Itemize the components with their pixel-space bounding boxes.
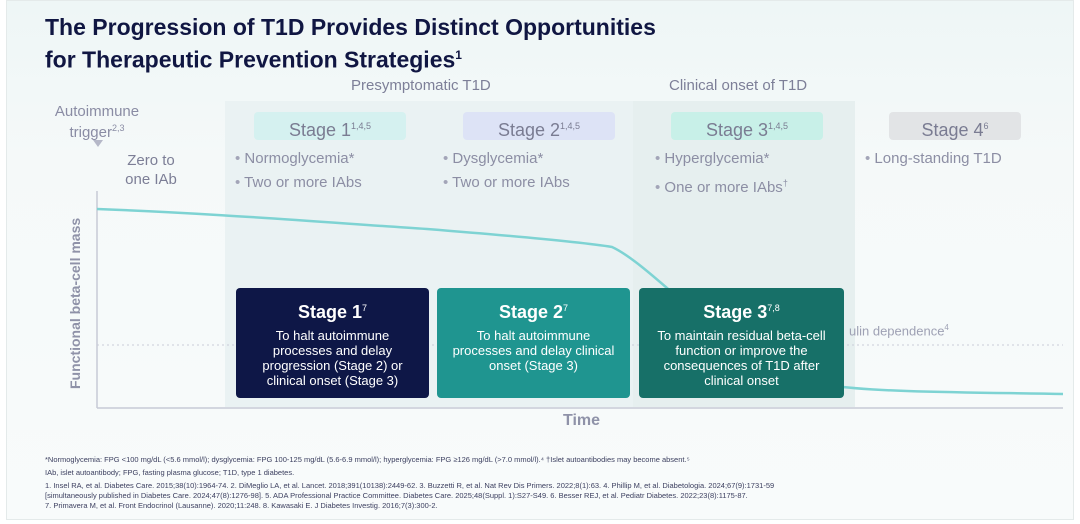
insulin-dependence-label: ulin dependence4 <box>849 323 949 339</box>
stage-3-criterion-ref: † <box>782 178 788 188</box>
stage-1-goal-ref: 7 <box>362 303 368 313</box>
beta-cell-mass-curve <box>96 207 1064 396</box>
stage-2-pill-ref: 1,4,5 <box>560 121 581 131</box>
footnote-references: 7. Primavera M, et al. Front Endocrinol … <box>45 501 438 510</box>
stage-2-goal-text: To halt autoimmune processes and delay c… <box>452 328 615 373</box>
zero-line-1: Zero to <box>127 152 175 169</box>
stage-3-pill: Stage 31,4,5 <box>671 112 823 140</box>
stage-4-criterion: Long-standing T1D <box>865 147 1001 171</box>
stage-4-criteria: Long-standing T1D <box>865 147 1001 171</box>
stage-1-goal-box: Stage 17 To halt autoimmune processes an… <box>236 288 429 398</box>
footnotes: *Normoglycemia: FPG <100 mg/dL (<5.6 mmo… <box>45 455 945 511</box>
zero-to-one-iab-label: Zero to one IAb <box>111 151 191 189</box>
stage-2-criterion: Two or more IAbs <box>443 171 570 195</box>
trigger-line-1: Autoimmune <box>54 103 140 120</box>
insulin-dependence-ref: 4 <box>944 323 949 332</box>
stage-1-goal-text: To halt autoimmune processes and delay p… <box>262 328 403 388</box>
stage-2-goal-ref: 7 <box>563 303 569 313</box>
stage-2-goal-box: Stage 27 To halt autoimmune processes an… <box>437 288 630 398</box>
stage-4-pill-ref: 6 <box>983 121 989 131</box>
x-axis-label: Time <box>563 412 601 429</box>
stage-1-pill-label: Stage 1 <box>288 120 352 140</box>
stage-1-criterion: Normoglycemia* <box>235 147 362 171</box>
footnote-references: 1. Insel RA, et al. Diabetes Care. 2015;… <box>45 481 775 490</box>
slide-title: The Progression of T1D Provides Distinct… <box>45 13 805 74</box>
stage-4-pill-label: Stage 4 <box>921 120 984 140</box>
stage-2-criteria: Dysglycemia* Two or more IAbs <box>443 147 570 195</box>
stage-1-pill-ref: 1,4,5 <box>351 121 372 131</box>
stage-2-criterion: Dysglycemia* <box>443 147 570 171</box>
stage-3-goal-ref: 7,8 <box>767 303 780 313</box>
trigger-line-2: trigger <box>69 124 112 141</box>
stage-2-goal-title: Stage 27 <box>498 302 569 322</box>
stage-3-criterion: One or more IAbs† <box>655 171 788 200</box>
stage-3-criteria: Hyperglycemia* One or more IAbs† <box>655 147 788 200</box>
stage-3-goal-box: Stage 37,8 To maintain residual beta-cel… <box>639 288 844 398</box>
y-axis-label: Functional beta-cell mass <box>67 217 83 389</box>
title-ref: 1 <box>455 48 462 62</box>
autoimmune-trigger-label: Autoimmune trigger2,3 <box>51 103 143 141</box>
stage-1-criteria: Normoglycemia* Two or more IAbs <box>235 147 362 195</box>
presymptomatic-label: Presymptomatic T1D <box>351 77 491 94</box>
stage-3-pill-label: Stage 3 <box>705 120 769 140</box>
stage-1-criterion: Two or more IAbs <box>235 171 362 195</box>
stage-2-pill: Stage 21,4,5 <box>463 112 615 140</box>
stage-1-goal-title: Stage 17 <box>297 302 368 322</box>
title-line-1: The Progression of T1D Provides Distinct… <box>45 14 656 40</box>
stage-1-pill: Stage 11,4,5 <box>254 112 406 140</box>
stage-3-goal-text: To maintain residual beta-cell function … <box>657 328 826 388</box>
stage-3-goal-title: Stage 37,8 <box>703 302 780 322</box>
stage-3-criterion: Hyperglycemia* <box>655 147 788 171</box>
zero-line-2: one IAb <box>125 171 177 188</box>
footnote-abbreviations: IAb, islet autoantibody; FPG, fasting pl… <box>45 468 295 477</box>
title-line-2: for Therapeutic Prevention Strategies <box>45 46 456 73</box>
trigger-arrow-icon <box>93 140 103 147</box>
stage-4-pill: Stage 46 <box>889 112 1021 140</box>
trigger-ref: 2,3 <box>112 123 125 133</box>
footnote-references: [simultaneously published in Diabetes Ca… <box>45 491 748 500</box>
stage-2-pill-label: Stage 2 <box>497 120 561 140</box>
footnote-definitions: *Normoglycemia: FPG <100 mg/dL (<5.6 mmo… <box>45 455 690 464</box>
slide: The Progression of T1D Provides Distinct… <box>6 0 1074 520</box>
stage-3-pill-ref: 1,4,5 <box>768 121 789 131</box>
clinical-onset-label: Clinical onset of T1D <box>669 77 808 94</box>
